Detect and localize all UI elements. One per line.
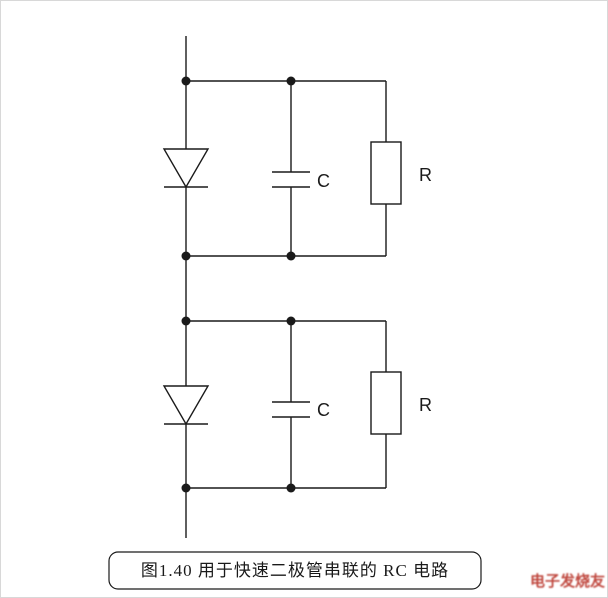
diode-symbol [162,148,210,189]
junction-dot [286,316,296,326]
resistor-label: R [419,395,432,415]
resistor-symbol [370,371,402,435]
junction-dot [181,76,191,86]
junction-dot [286,483,296,493]
capacitor-label: C [317,400,330,420]
resistor-symbol [370,141,402,205]
junction-dot [181,483,191,493]
resistor-label: R [419,165,432,185]
junction-dot [286,76,296,86]
watermark: 电子发烧友 [529,573,605,590]
diode-symbol [162,385,210,426]
capacitor-symbol [272,171,310,188]
capacitor-symbol [272,401,310,418]
capacitor-label: C [317,171,330,191]
junction-dot [181,316,191,326]
figure-caption: 图1.40 用于快速二极管串联的 RC 电路 [141,561,449,580]
junction-dot [286,251,296,261]
junction-dot [181,251,191,261]
caption-box [108,551,482,590]
